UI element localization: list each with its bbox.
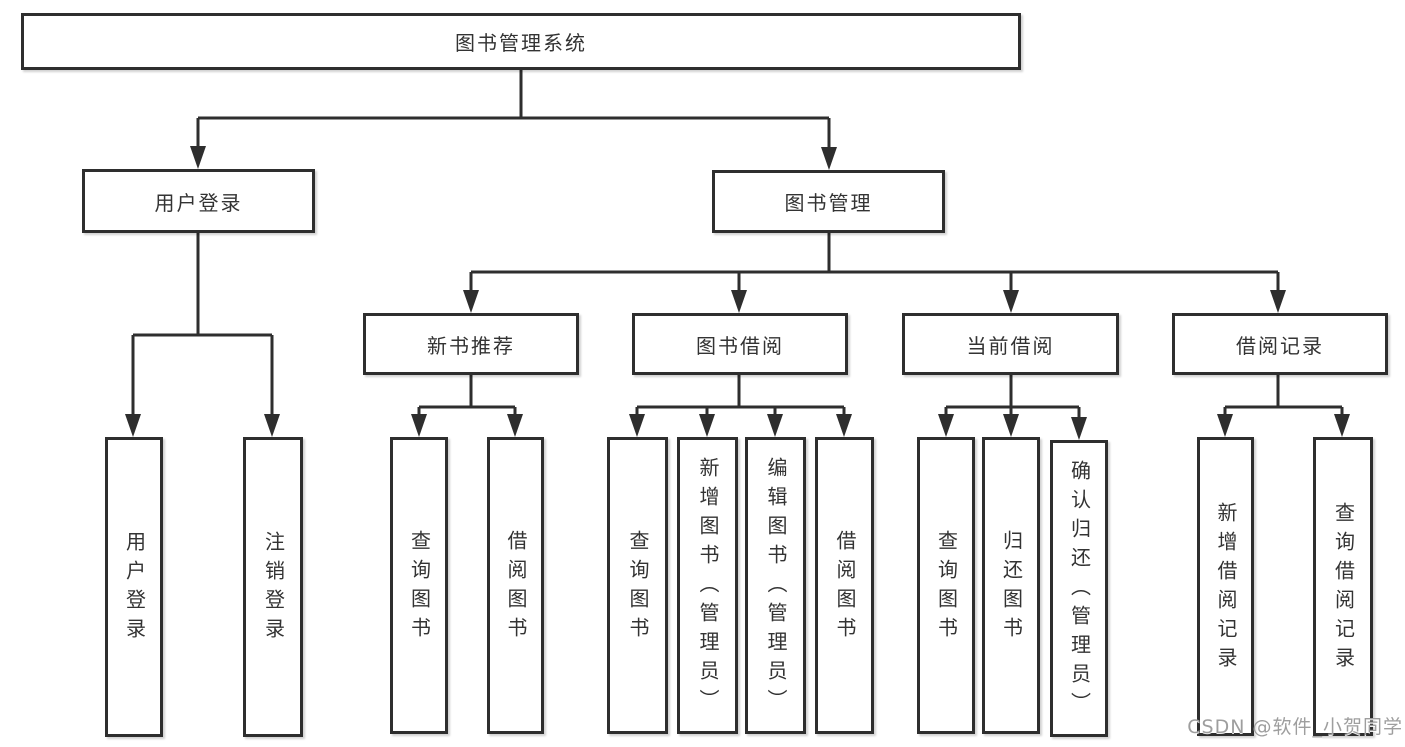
leaf-current-confirm-return-admin: 确认归还（管理员） bbox=[1050, 440, 1108, 737]
leaf-records-add-record: 新增借阅记录 bbox=[1197, 437, 1254, 736]
node-root-system: 图书管理系统 bbox=[21, 13, 1021, 70]
leaf-records-query-record: 查询借阅记录 bbox=[1313, 437, 1373, 736]
leaf-rec-query-book: 查询图书 bbox=[390, 437, 448, 734]
leaf-borrow-borrow-book: 借阅图书 bbox=[815, 437, 874, 734]
leaf-borrow-edit-book-admin: 编辑图书（管理员） bbox=[745, 437, 806, 734]
csdn-watermark: CSDN @软件_小贺同学 bbox=[1187, 716, 1403, 738]
leaf-user-login: 用户登录 bbox=[105, 437, 163, 737]
leaf-rec-borrow-book: 借阅图书 bbox=[487, 437, 544, 734]
leaf-borrow-add-book-admin: 新增图书（管理员） bbox=[677, 437, 738, 734]
node-user-login: 用户登录 bbox=[82, 169, 315, 233]
node-book-management: 图书管理 bbox=[712, 170, 945, 233]
node-book-borrow: 图书借阅 bbox=[632, 313, 848, 375]
node-current-borrow: 当前借阅 bbox=[902, 313, 1119, 375]
node-borrow-records: 借阅记录 bbox=[1172, 313, 1388, 375]
leaf-current-return-book: 归还图书 bbox=[982, 437, 1040, 734]
leaf-current-query-book: 查询图书 bbox=[917, 437, 975, 734]
leaf-logout: 注销登录 bbox=[243, 437, 303, 737]
leaf-borrow-query-book: 查询图书 bbox=[607, 437, 668, 734]
node-new-book-recommend: 新书推荐 bbox=[363, 313, 579, 375]
